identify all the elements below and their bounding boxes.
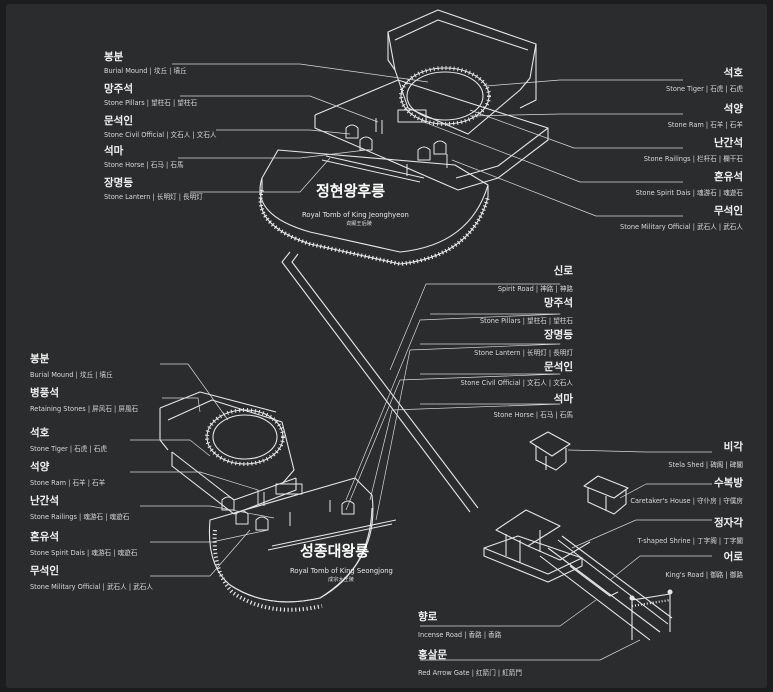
label-spirit-dais-upper-en: Stone Spirit Dais | 魂游石 | 魂遊石 [635,189,743,197]
label-stone-railings-lower-en: Stone Railings | 魂游石 | 魂遊石 [30,513,130,521]
label-red-arrow-gate: 홍살문 [418,649,447,661]
label-kings-road: 어로 [723,551,743,563]
label-stone-lantern-middle-en: Stone Lantern | 长明灯 | 長明灯 [474,349,573,357]
label-spirit-road: 신로 [553,265,573,277]
label-stone-pillars-middle-en: Stone Pillars | 望柱石 | 望柱石 [479,317,573,325]
upper-burial-mound [399,66,491,126]
label-burial-mound-lower-en: Burial Mound | 坟丘 | 墳丘 [30,371,113,379]
label-incense-road-en: Incense Road | 香路 | 香路 [418,631,502,639]
lower-statues [221,483,397,551]
label-stone-horse-middle: 석마 [553,393,573,405]
label-retaining-stones-lower-en: Retaining Stones | 屏风石 | 屏風石 [30,405,139,413]
label-civil-official-middle: 문석인 [544,361,573,373]
label-incense-road: 향로 [418,611,438,623]
label-stone-ram-lower: 석양 [30,461,50,473]
label-red-arrow-gate-en: Red Arrow Gate | 红箭门 | 紅箭門 [418,669,522,677]
caretaker-house [583,475,629,515]
label-civil-official-upper-en: Stone Civil Official | 文石人 | 文石人 [104,131,217,139]
leader-lines [130,63,712,661]
label-kings-road-en: King's Road | 御路 | 御路 [665,571,743,579]
label-stone-pillars-upper-en: Stone Pillars | 望柱石 | 望柱石 [104,99,198,107]
label-civil-official-middle-en: Stone Civil Official | 文石人 | 文石人 [460,379,573,387]
label-stone-railings-lower: 난간석 [30,495,59,507]
label-t-shaped-shrine: 정자각 [714,517,743,529]
label-stone-tiger-lower-en: Stone Tiger | 石虎 | 石虎 [30,445,107,453]
lower-tomb-title-en: Royal Tomb of King Seongjong [290,567,393,575]
connecting-path [281,251,479,513]
label-stone-horse-middle-en: Stone Horse | 石马 | 石馬 [493,411,573,419]
label-burial-mound-lower: 봉분 [30,353,50,365]
label-stone-lantern-middle: 장명등 [544,329,573,341]
label-stone-ram-upper: 석양 [723,103,743,115]
label-military-official-upper: 무석인 [714,205,743,217]
label-stone-tiger-upper: 석호 [723,67,743,79]
label-military-official-lower-en: Stone Military Official | 武石人 | 武石人 [30,583,153,591]
label-burial-mound-upper-en: Burial Mound | 坟丘 | 墳丘 [104,67,187,75]
label-stone-horse-upper: 석마 [104,145,124,157]
label-retaining-stones-lower: 병풍석 [30,387,59,399]
label-stela-shed: 비각 [723,441,743,453]
label-stone-horse-upper-en: Stone Horse | 石马 | 石馬 [104,161,184,169]
label-t-shaped-shrine-en: T-shaped Shrine | 丁字阁 | 丁字閣 [637,537,743,545]
lower-tomb-title-cn: 成宗大王陵 [328,577,354,583]
upper-statues [321,109,448,183]
label-spirit-dais-lower-en: Stone Spirit Dais | 魂游石 | 魂遊石 [30,549,138,557]
red-arrow-gate [629,589,673,640]
upper-tomb-platform [258,9,549,266]
label-stone-tiger-lower: 석호 [30,427,50,439]
label-military-official-lower: 무석인 [30,565,59,577]
upper-tomb-title: 정현왕후릉 [316,182,386,200]
lower-burial-mound [205,408,285,466]
upper-tomb-title-en: Royal Tomb of King Jeonghyeon [302,211,409,219]
label-caretaker-house: 수복방 [714,477,743,489]
label-stone-pillars-middle: 망주석 [544,297,573,309]
upper-tomb-title-cn: 貞顯王后陵 [346,221,372,227]
label-stela-shed-en: Stela Shed | 碑阁 | 碑閣 [668,461,743,469]
label-military-official-upper-en: Stone Military Official | 武石人 | 武石人 [620,223,743,231]
label-stone-tiger-upper-en: Stone Tiger | 石虎 | 石虎 [666,85,743,93]
label-civil-official-upper: 문석인 [104,115,133,127]
stela-shed [529,431,571,471]
label-spirit-road-en: Spirit Road | 神路 | 神路 [497,285,573,293]
label-stone-lantern-upper-en: Stone Lantern | 长明灯 | 長明灯 [104,193,203,201]
label-stone-pillars-upper: 망주석 [104,83,133,95]
label-burial-mound-upper: 봉분 [104,51,124,63]
label-stone-lantern-upper: 장명등 [104,177,133,189]
label-stone-railings-upper: 난간석 [714,137,743,149]
label-caretaker-house-en: Caretaker's House | 守仆房 | 守僕房 [630,497,743,505]
spirit-road [539,535,673,641]
label-stone-ram-lower-en: Stone Ram | 石羊 | 石羊 [30,479,106,487]
label-spirit-dais-upper: 혼유석 [714,171,743,183]
label-spirit-dais-lower: 혼유석 [30,531,59,543]
lower-tomb-platform [159,391,374,612]
t-shaped-shrine [483,509,591,583]
label-stone-railings-upper-en: Stone Railings | 栏杆石 | 欄干石 [643,155,743,163]
lower-tomb-title: 성종대왕릉 [300,542,370,560]
signboard [6,4,767,688]
label-stone-ram-upper-en: Stone Ram | 石羊 | 石羊 [667,121,743,129]
